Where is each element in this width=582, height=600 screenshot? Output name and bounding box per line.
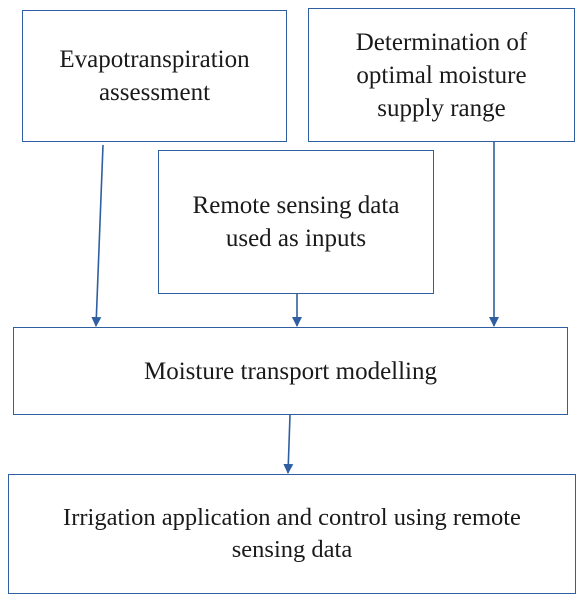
arrow-model-to-irrigation — [283, 414, 294, 474]
optimal-moisture-range-box: Determination of optimal moisture supply… — [308, 8, 575, 142]
evapotranspiration-assessment-label: Evapotranspiration assessment — [59, 46, 250, 106]
remote-sensing-inputs-label: Remote sensing data used as inputs — [192, 192, 400, 252]
evapotranspiration-assessment-box: Evapotranspiration assessment — [22, 10, 287, 142]
moisture-transport-modelling-label: Moisture transport modelling — [143, 357, 438, 385]
moisture-transport-modelling-box: Moisture transport modelling — [13, 327, 568, 415]
irrigation-control-box: Irrigation application and control using… — [8, 474, 576, 594]
irrigation-control-label: Irrigation application and control using… — [63, 503, 521, 563]
optimal-moisture-range-label: Determination of optimal moisture supply… — [355, 28, 528, 122]
remote-sensing-inputs-box: Remote sensing data used as inputs — [158, 150, 434, 294]
arrow-evapotranspiration-to-model — [91, 144, 104, 327]
